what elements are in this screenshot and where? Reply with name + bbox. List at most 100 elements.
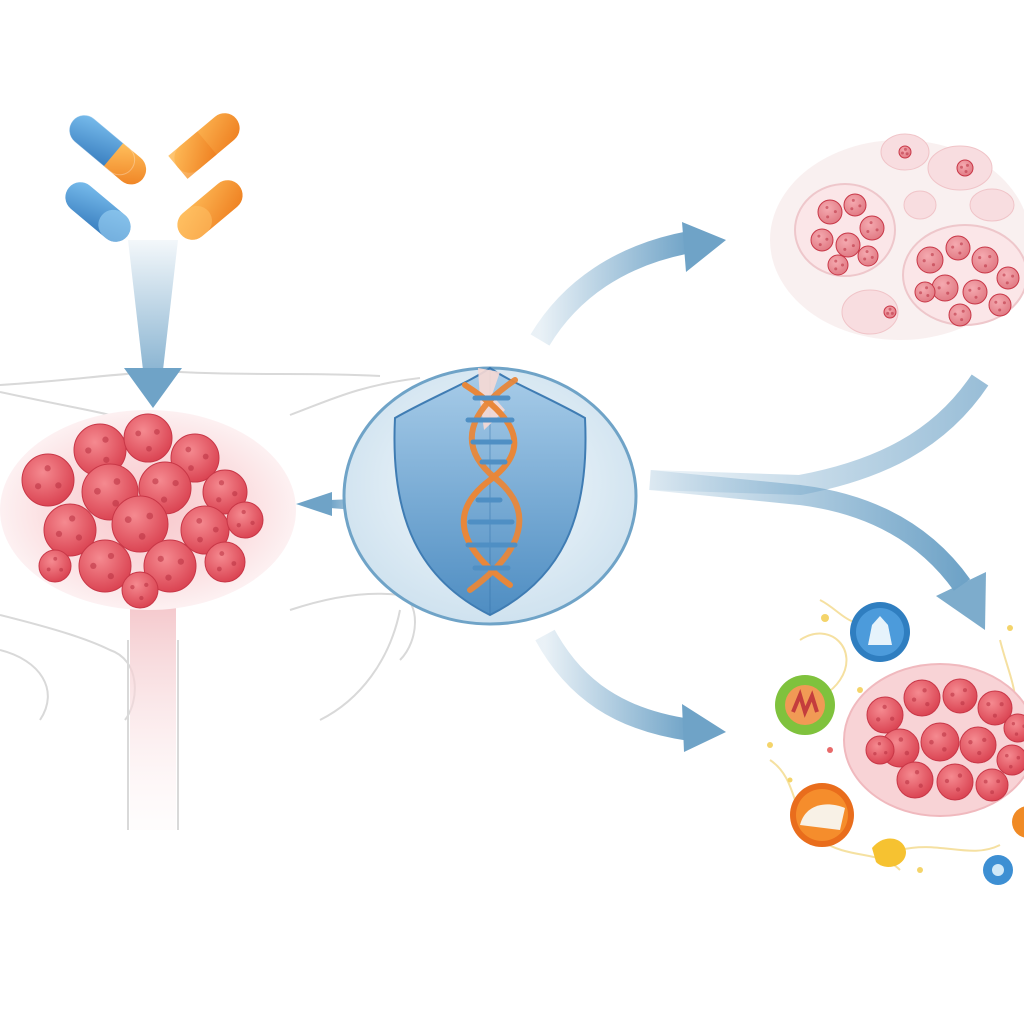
cell-nucleus-dot — [994, 300, 998, 304]
cell-nucleus-dot — [876, 717, 881, 722]
tumor-cell — [827, 254, 849, 276]
cell-nucleus-dot — [900, 151, 904, 155]
cell-nucleus-dot — [46, 567, 51, 572]
immune-cell-orange-icon — [790, 783, 854, 847]
cell-nucleus-dot — [869, 221, 873, 225]
cell-nucleus-dot — [978, 256, 982, 260]
cell-nucleus-dot — [951, 245, 955, 249]
tumor-cell — [942, 678, 978, 714]
cell-nucleus-dot — [886, 311, 890, 315]
cell-nucleus-dot — [983, 779, 988, 784]
cell-nucleus-dot — [851, 198, 855, 202]
cell-nucleus-dot — [818, 243, 822, 247]
cell-nucleus-dot — [241, 509, 246, 515]
dna-shield-icon — [393, 366, 587, 617]
cell-nucleus-dot — [177, 558, 184, 565]
cell-nucleus-dot — [1014, 732, 1019, 736]
tumor-cell-cluster-icon — [21, 413, 264, 609]
cell-nucleus-dot — [870, 255, 874, 259]
cell-nucleus-dot — [231, 561, 237, 566]
cell-nucleus-dot — [1002, 273, 1006, 277]
tumor-cell — [956, 159, 974, 177]
cell-nucleus-dot — [863, 257, 867, 261]
tumor-cell — [996, 266, 1020, 290]
cell-nucleus-dot — [865, 250, 869, 254]
tumor-cell — [835, 232, 861, 258]
cell-nucleus-dot — [53, 556, 58, 561]
urethra-stem — [130, 590, 176, 830]
tumor-cell — [936, 763, 974, 801]
tumor-cell — [971, 246, 999, 274]
cell-nucleus-dot — [216, 566, 222, 572]
cell-nucleus-dot — [942, 747, 947, 752]
tumor-cell — [78, 539, 132, 593]
tumor-microenvironment-icon — [767, 599, 1024, 885]
tumor-cell — [898, 145, 912, 159]
cell-nucleus-dot — [968, 288, 972, 292]
cell-nucleus-dot — [833, 210, 837, 214]
cell-nucleus-dot — [1011, 274, 1015, 278]
cell-nucleus-dot — [1016, 755, 1021, 760]
cell-nucleus-dot — [922, 259, 926, 263]
arrow-shield-to-tissue — [530, 222, 726, 346]
cell-nucleus-dot — [1005, 281, 1009, 285]
cell-nucleus-dot — [925, 701, 930, 707]
capsule-pills-icon — [65, 113, 243, 242]
dna-shield-node — [342, 366, 638, 626]
cell-nucleus-dot — [888, 307, 892, 311]
signal-molecule-blue-icon — [983, 855, 1013, 885]
cell-nucleus-dot — [154, 428, 160, 435]
cell-nucleus-dot — [926, 293, 930, 297]
cell-nucleus-dot — [988, 255, 992, 259]
cell-nucleus-dot — [918, 783, 923, 788]
cell-nucleus-dot — [1008, 764, 1013, 769]
tumor-cell — [865, 735, 895, 765]
cell-nucleus-dot — [930, 253, 934, 257]
cell-nucleus-dot — [925, 286, 929, 290]
tumor-cell — [962, 279, 988, 305]
cell-nucleus-dot — [884, 750, 888, 755]
prostate-tumor-node — [0, 410, 296, 830]
tumor-cell — [920, 722, 960, 762]
cell-nucleus-dot — [202, 453, 209, 460]
cell-nucleus-dot — [931, 263, 936, 267]
cell-nucleus-dot — [964, 169, 968, 173]
cell-nucleus-dot — [905, 152, 909, 156]
cell-nucleus-dot — [124, 516, 132, 523]
cell-nucleus-dot — [960, 701, 965, 706]
cell-nucleus-dot — [90, 562, 97, 570]
tumor-cell — [817, 199, 843, 225]
tumor-cell — [121, 571, 159, 609]
tissue-section-node — [770, 133, 1024, 340]
tumor-cell — [975, 768, 1009, 802]
tumor-cell — [204, 541, 246, 583]
cell-nucleus-dot — [974, 295, 978, 299]
cell-nucleus-dot — [960, 318, 964, 322]
cell-nucleus-dot — [75, 534, 83, 541]
cell-nucleus-dot — [882, 704, 887, 710]
tumor-cell — [948, 303, 972, 327]
cell-nucleus-dot — [59, 567, 64, 572]
tumor-cell — [202, 469, 248, 515]
cell-nucleus-dot — [890, 311, 894, 315]
cell-nucleus-dot — [843, 247, 847, 251]
cell-nucleus-dot — [873, 752, 877, 756]
cell-nucleus-dot — [983, 264, 988, 268]
cell-nucleus-dot — [944, 778, 950, 784]
tumor-microenvironment-node — [767, 599, 1024, 885]
cell-nucleus-dot — [85, 447, 92, 454]
tumor-cell — [810, 228, 834, 252]
cell-nucleus-dot — [44, 465, 51, 472]
tumor-cell — [931, 274, 959, 302]
tumor-cell — [883, 305, 897, 319]
cell-nucleus-dot — [877, 742, 882, 746]
tumor-cell — [988, 293, 1012, 317]
cell-nucleus-dot — [834, 267, 838, 271]
cell-nucleus-dot — [825, 206, 829, 210]
cell-nucleus-dot — [914, 770, 920, 775]
tumor-cell — [111, 495, 169, 553]
cell-nucleus-dot — [911, 697, 917, 702]
tumor-cell — [996, 744, 1024, 776]
